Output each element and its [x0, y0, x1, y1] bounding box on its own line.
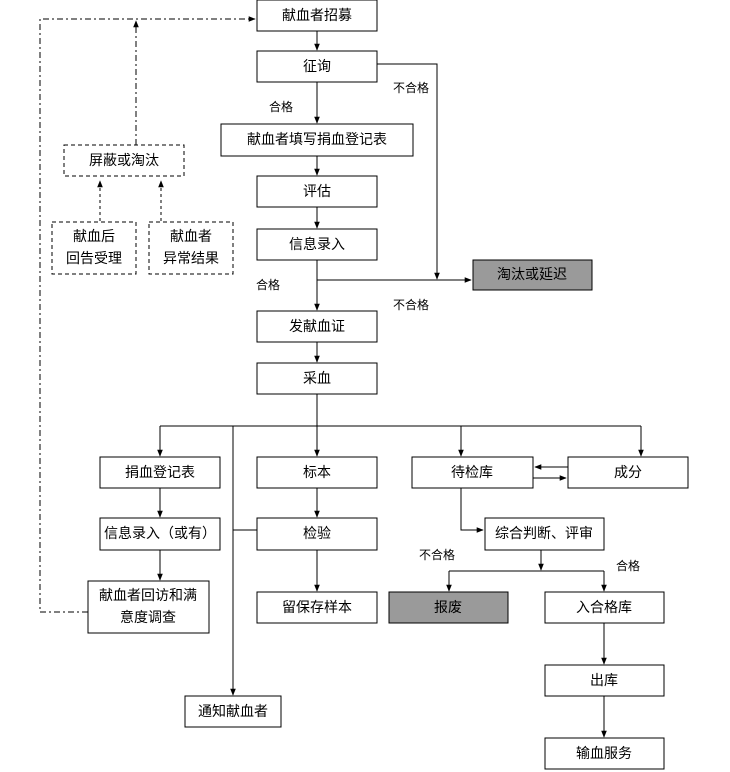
- node-specimen: 标本: [256, 456, 378, 489]
- node-scrap: 报废: [388, 591, 509, 624]
- node-transfusion-service: 输血服务: [544, 737, 665, 770]
- label-fail-review: 不合格: [419, 547, 455, 562]
- edge-revisit-recruit: [39, 16, 256, 613]
- node-block-eliminate: 屏蔽或淘汰: [63, 144, 185, 177]
- node-qualified-store: 入合格库: [544, 591, 665, 624]
- node-info-entry-optional: 信息录入（或有）: [99, 517, 221, 551]
- node-recruit: 献血者招募: [256, 0, 378, 32]
- node-abnormal-result: 献血者 异常结果: [148, 221, 234, 275]
- svg-text:献血者回访和满: 献血者回访和满: [99, 588, 197, 604]
- svg-text:意度调查: 意度调查: [120, 609, 176, 626]
- svg-text:留保存样本: 留保存样本: [282, 600, 352, 616]
- svg-text:出库: 出库: [590, 673, 618, 689]
- node-info-entry: 信息录入: [256, 228, 378, 261]
- label-pass-evaluate: 合格: [256, 277, 280, 292]
- node-notify-donor: 通知献血者: [184, 695, 282, 728]
- node-inquiry: 征询: [256, 50, 378, 83]
- node-issue-cert: 发献血证: [256, 310, 378, 343]
- svg-text:献血者填写捐血登记表: 献血者填写捐血登记表: [247, 132, 387, 148]
- node-component: 成分: [567, 456, 689, 489]
- node-register-form: 献血者填写捐血登记表: [220, 123, 414, 157]
- svg-text:淘汰或延迟: 淘汰或延迟: [497, 267, 567, 283]
- edge-pending-review: [460, 488, 484, 533]
- svg-text:采血: 采血: [303, 371, 331, 387]
- edge-labels: 合格 不合格 合格 不合格 不合格 合格: [256, 80, 640, 573]
- label-pass-inquiry: 合格: [269, 99, 293, 114]
- svg-text:信息录入: 信息录入: [289, 236, 345, 253]
- svg-text:异常结果: 异常结果: [163, 251, 219, 267]
- svg-text:待检库: 待检库: [451, 465, 493, 481]
- node-eliminate-delay: 淘汰或延迟: [472, 259, 593, 291]
- svg-text:捐血登记表: 捐血登记表: [125, 465, 195, 481]
- svg-text:献血者招募: 献血者招募: [282, 8, 352, 24]
- node-revisit-survey: 献血者回访和满 意度调查: [87, 580, 210, 634]
- label-fail-evaluate: 不合格: [393, 297, 429, 312]
- svg-text:献血者: 献血者: [170, 229, 212, 245]
- label-fail-inquiry: 不合格: [393, 80, 429, 95]
- label-pass-review: 合格: [616, 558, 640, 573]
- svg-text:综合判断、评审: 综合判断、评审: [495, 526, 593, 542]
- svg-text:入合格库: 入合格库: [576, 600, 632, 616]
- node-post-donation-report: 献血后 回告受理: [51, 221, 137, 275]
- svg-text:屏蔽或淘汰: 屏蔽或淘汰: [89, 153, 159, 169]
- svg-text:信息录入（或有）: 信息录入（或有）: [104, 525, 216, 542]
- svg-text:征询: 征询: [303, 59, 331, 75]
- svg-text:标本: 标本: [303, 465, 331, 481]
- svg-text:回告受理: 回告受理: [66, 251, 122, 267]
- svg-text:输血服务: 输血服务: [576, 746, 632, 762]
- node-out-store: 出库: [544, 664, 665, 697]
- node-review: 综合判断、评审: [484, 517, 605, 551]
- connectors: [39, 16, 644, 738]
- node-donation-form: 捐血登记表: [99, 456, 221, 489]
- svg-text:报废: 报废: [434, 600, 462, 616]
- svg-text:评估: 评估: [303, 184, 331, 200]
- node-test: 检验: [256, 517, 378, 551]
- edge-inquiry-fail: [377, 63, 440, 280]
- node-collect: 采血: [256, 362, 378, 395]
- svg-text:检验: 检验: [303, 526, 331, 542]
- node-retain-sample: 留保存样本: [256, 591, 378, 624]
- svg-text:献血后: 献血后: [73, 229, 115, 245]
- node-pending-store: 待检库: [411, 456, 534, 489]
- svg-text:发献血证: 发献血证: [289, 319, 345, 335]
- svg-text:成分: 成分: [614, 465, 642, 481]
- node-evaluate: 评估: [256, 175, 378, 208]
- svg-text:通知献血者: 通知献血者: [198, 703, 268, 720]
